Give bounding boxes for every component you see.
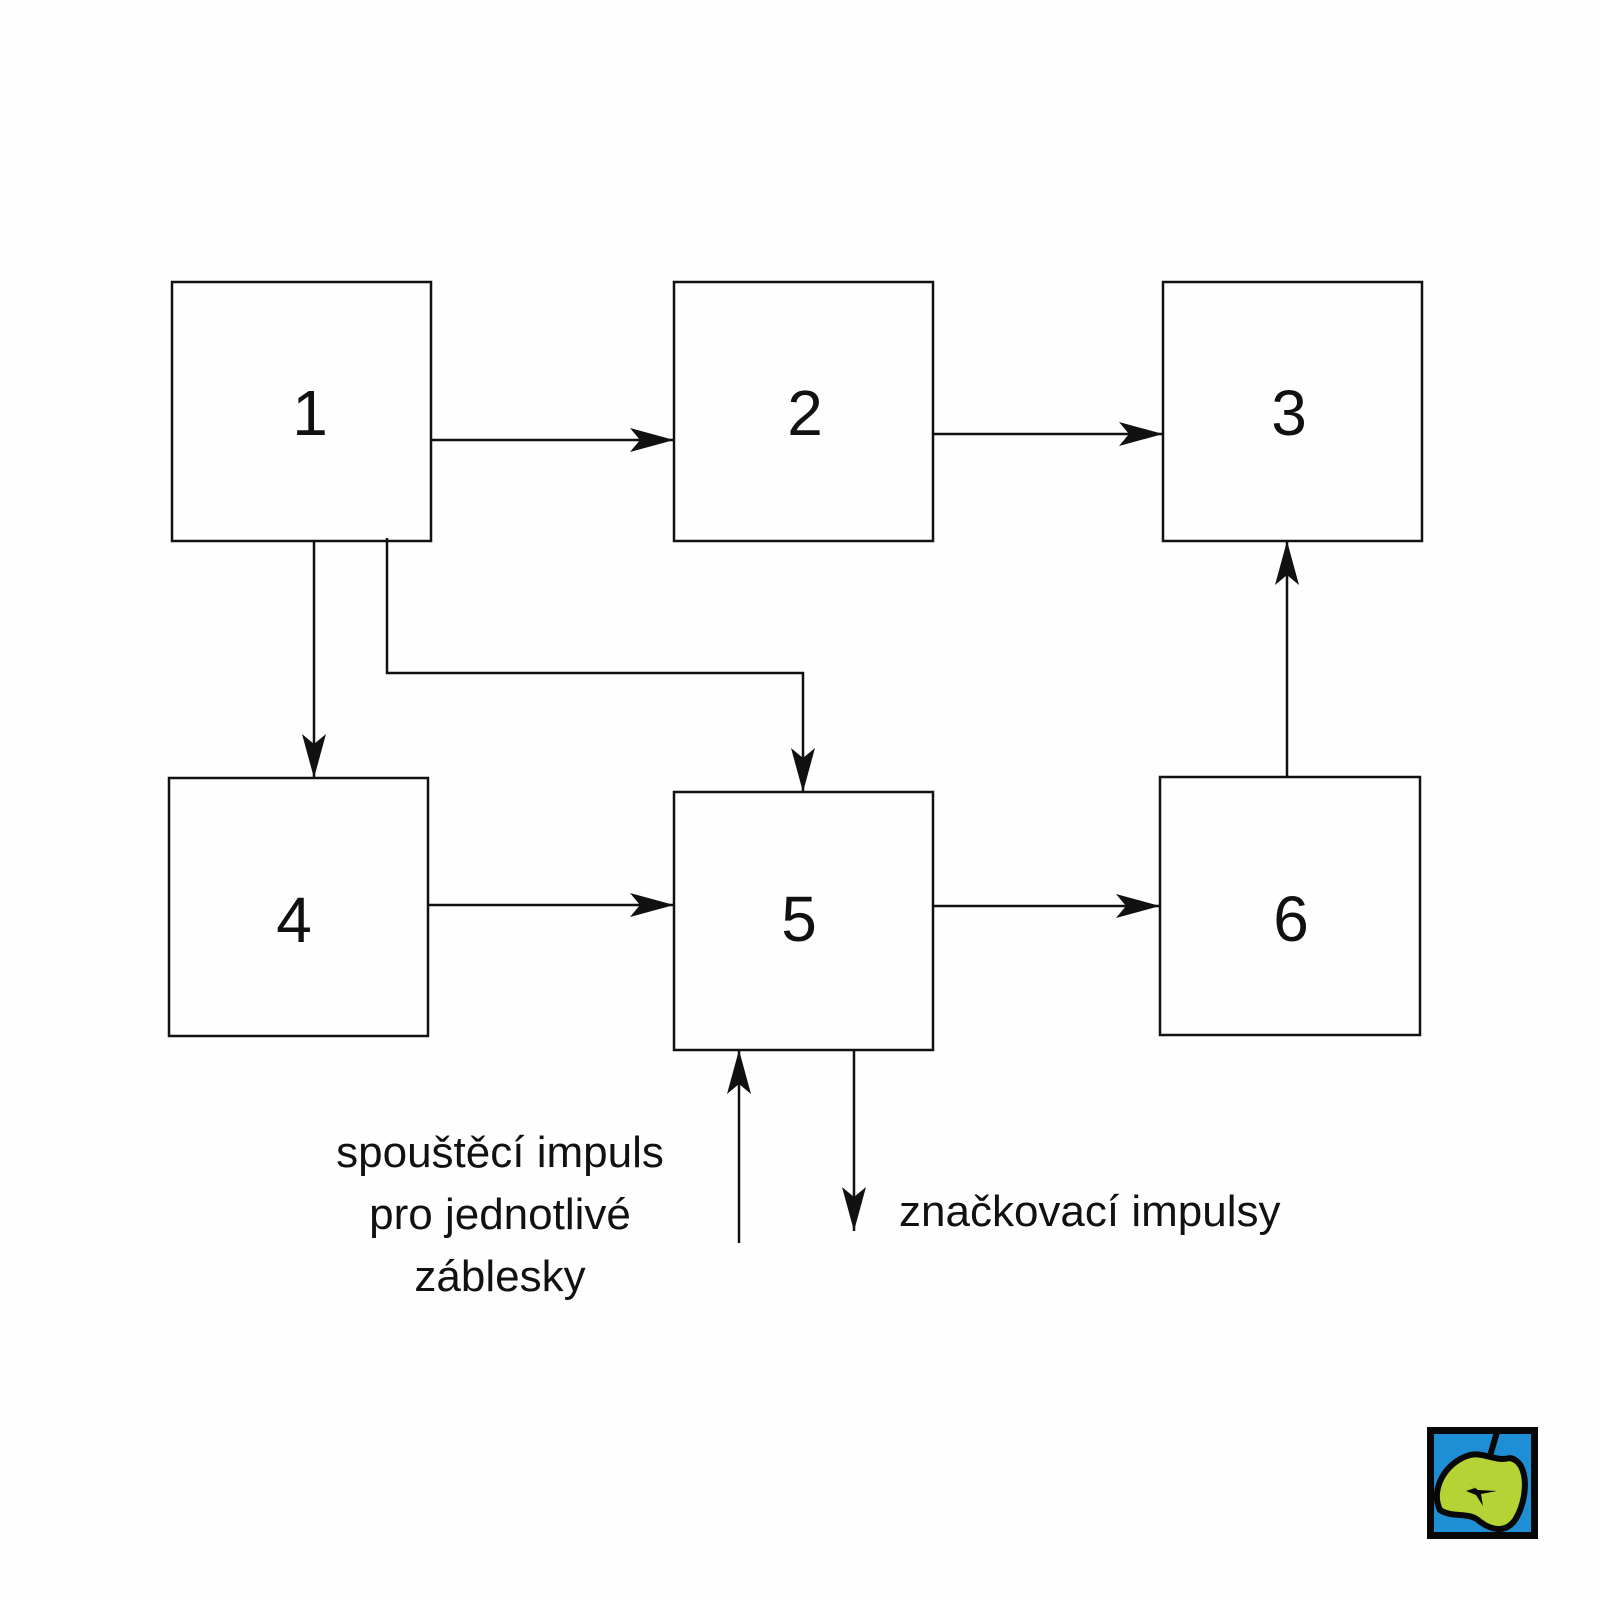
block-5-label: 5 [781,883,817,955]
arrow-1-to-5 [385,538,815,792]
block-4 [167,776,430,1038]
trigger-label-line2: pro jednotlivé [369,1190,631,1239]
block-2-label: 2 [787,377,823,449]
trigger-label-line1: spouštěcí impuls [336,1128,664,1177]
block-1 [170,280,433,543]
block-4-label: 4 [276,884,312,956]
block-1-label: 1 [292,377,328,449]
block-6-label: 6 [1273,883,1309,955]
block-2 [672,280,935,543]
block-3-label: 3 [1271,377,1307,449]
apple-logo-icon [1427,1427,1538,1539]
trigger-label-line3: záblesky [414,1252,585,1301]
marker-label: značkovací impulsy [899,1187,1280,1236]
